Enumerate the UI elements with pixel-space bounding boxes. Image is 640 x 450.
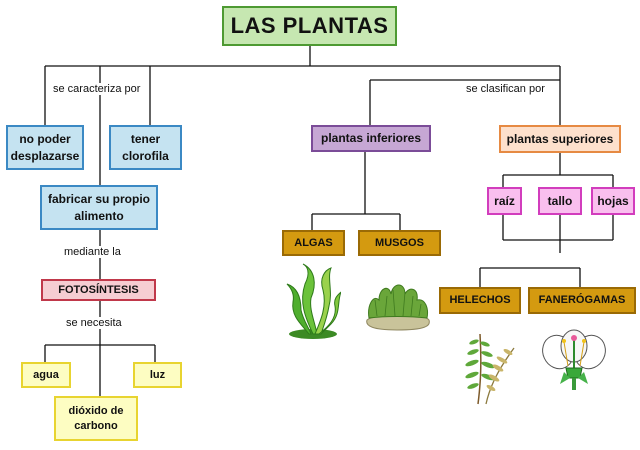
node-hojas: hojas xyxy=(591,187,635,215)
node-fabricar-su-propio-alimento: fabricar su propio alimento xyxy=(40,185,158,230)
node-helechos: HELECHOS xyxy=(439,287,521,314)
node-tener-clorofila: tener clorofila xyxy=(109,125,182,170)
node-dioxido-de-carbono: dióxido de carbono xyxy=(54,396,138,441)
node-fotosintesis: FOTOSÍNTESIS xyxy=(41,279,156,301)
node-tallo: tallo xyxy=(538,187,582,215)
label-se-necesita: se necesita xyxy=(64,317,124,329)
title-box: LAS PLANTAS xyxy=(222,6,397,46)
moss-icon xyxy=(366,284,430,331)
label-se-caracteriza-por: se caracteriza por xyxy=(51,83,143,95)
label-mediante-la: mediante la xyxy=(62,246,123,258)
algae-icon xyxy=(286,263,341,339)
node-plantas-inferiores: plantas inferiores xyxy=(311,125,431,152)
label-se-clasifican-por: se clasifican por xyxy=(464,83,547,95)
node-algas: ALGAS xyxy=(282,230,345,256)
node-plantas-superiores: plantas superiores xyxy=(499,125,621,153)
node-agua: agua xyxy=(21,362,71,388)
node-musgos: MUSGOS xyxy=(358,230,441,256)
flower-icon xyxy=(542,329,606,390)
node-fanerogamas: FANERÓGAMAS xyxy=(528,287,636,314)
node-no-poder-desplazarse: no poder desplazarse xyxy=(6,125,84,170)
node-raiz: raíz xyxy=(487,187,522,215)
fern-icon xyxy=(465,333,515,405)
node-luz: luz xyxy=(133,362,182,388)
